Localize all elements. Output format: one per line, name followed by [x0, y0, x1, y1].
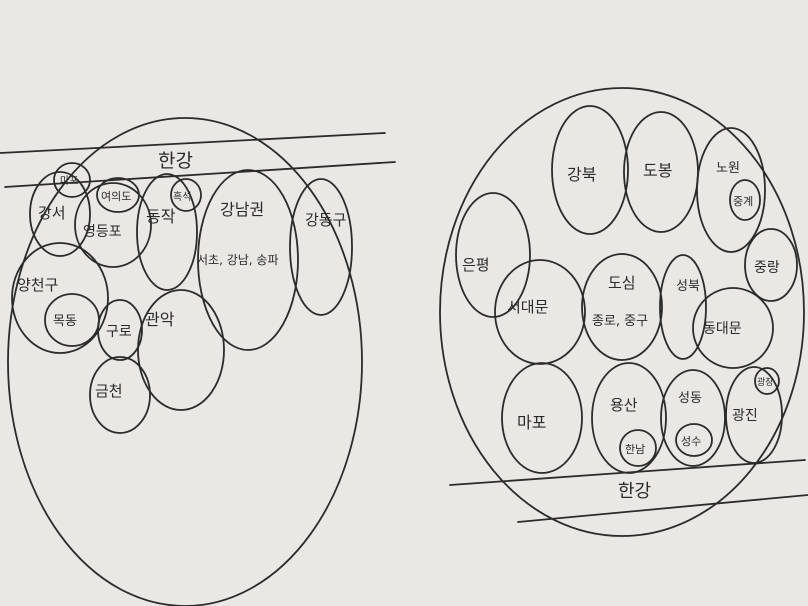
gangdong-circle — [289, 178, 353, 316]
dongjak-label: 동작 — [146, 207, 176, 226]
dobong-label: 도봉 — [643, 161, 672, 180]
dosim-label: 도심 — [608, 274, 636, 292]
yeongdeungpo-circle — [74, 182, 152, 268]
junggye-circle — [729, 179, 761, 221]
seongsu-label: 성수 — [681, 435, 701, 448]
gwanak-circle — [137, 289, 225, 411]
river-bank-upper — [0, 132, 386, 154]
north-seoul-sketch: 한강 강북 도봉 노원 중계 은평 서대문 중랑 도심 종로, 중구 성북 동대… — [439, 87, 808, 537]
nowon-circle — [696, 127, 766, 253]
mapo-corner-label: 마포 — [60, 175, 78, 187]
seongsu-circle — [675, 423, 713, 457]
yeouido-circle — [96, 177, 140, 213]
heukseok-label: 흑석 — [173, 190, 191, 203]
gangbuk-circle — [551, 105, 629, 235]
guro-circle — [97, 299, 143, 361]
gangseo-label: 강서 — [38, 204, 66, 222]
gangbuk-label: 강북 — [567, 165, 596, 184]
yeouido-label: 여의도 — [101, 190, 131, 203]
seongbuk-circle — [659, 254, 707, 360]
gangnam-region-circle — [197, 169, 299, 351]
nowon-label: 노원 — [716, 161, 740, 176]
mokdong-label: 목동 — [53, 314, 77, 329]
gangdong-label: 강동구 — [305, 211, 346, 229]
jongno-junggu-label: 종로, 중구 — [592, 314, 648, 329]
dosim-circle — [581, 253, 663, 361]
seongdong-label: 성동 — [678, 391, 702, 406]
yongsan-circle — [591, 362, 667, 474]
yangcheon-circle — [11, 242, 109, 354]
eunpyeong-circle — [455, 192, 531, 318]
mapo-label: 마포 — [517, 413, 546, 432]
dongdaemun-label: 동대문 — [703, 321, 742, 337]
gangseo-circle — [29, 171, 91, 257]
gwangjin-label: 광진 — [732, 408, 758, 424]
yeongdeungpo-label: 영등포 — [83, 224, 122, 240]
geumcheon-circle — [89, 356, 151, 434]
hannam-circle — [619, 429, 657, 467]
dongdaemun-circle — [692, 287, 774, 369]
guro-label: 구로 — [106, 324, 132, 340]
yongsan-label: 용산 — [610, 396, 638, 414]
gangnam-sub-label: 서초, 강남, 송파 — [197, 253, 279, 267]
junggye-label: 중계 — [733, 195, 753, 208]
jungnang-label: 중랑 — [754, 260, 780, 276]
dongjak-circle — [136, 173, 198, 291]
river-label: 한강 — [158, 150, 193, 172]
gwangjang-circle — [754, 367, 780, 395]
seodaemun-label: 서대문 — [507, 298, 549, 316]
mapo-corner-circle — [53, 162, 91, 198]
river-label-north: 한강 — [618, 481, 651, 502]
yangcheon-label: 양천구 — [17, 276, 58, 294]
jungnang-circle — [744, 228, 798, 302]
gwangjin-circle — [725, 366, 783, 464]
south-seoul-sketch: 한강 마포 강서 영등포 여의도 동작 흑석 강남권 서초, 강남, 송파 강동… — [0, 117, 396, 606]
gwanak-label: 관악 — [145, 310, 175, 329]
north-outer-circle — [439, 87, 805, 537]
seodaemun-circle — [494, 259, 586, 365]
gangnam-region-label: 강남권 — [220, 200, 264, 219]
geumcheon-label: 금천 — [95, 382, 123, 400]
river-bank-lower — [4, 161, 396, 188]
mapo-circle — [501, 362, 583, 474]
south-outer-circle — [7, 117, 363, 606]
heukseok-circle — [170, 178, 202, 212]
eunpyeong-label: 은평 — [462, 256, 490, 274]
seongbuk-label: 성북 — [676, 279, 700, 294]
seongdong-circle — [660, 369, 726, 467]
river-bank-lower-north — [517, 494, 808, 523]
hannam-label: 한남 — [625, 443, 645, 456]
gwangjang-label: 광장 — [757, 376, 774, 388]
